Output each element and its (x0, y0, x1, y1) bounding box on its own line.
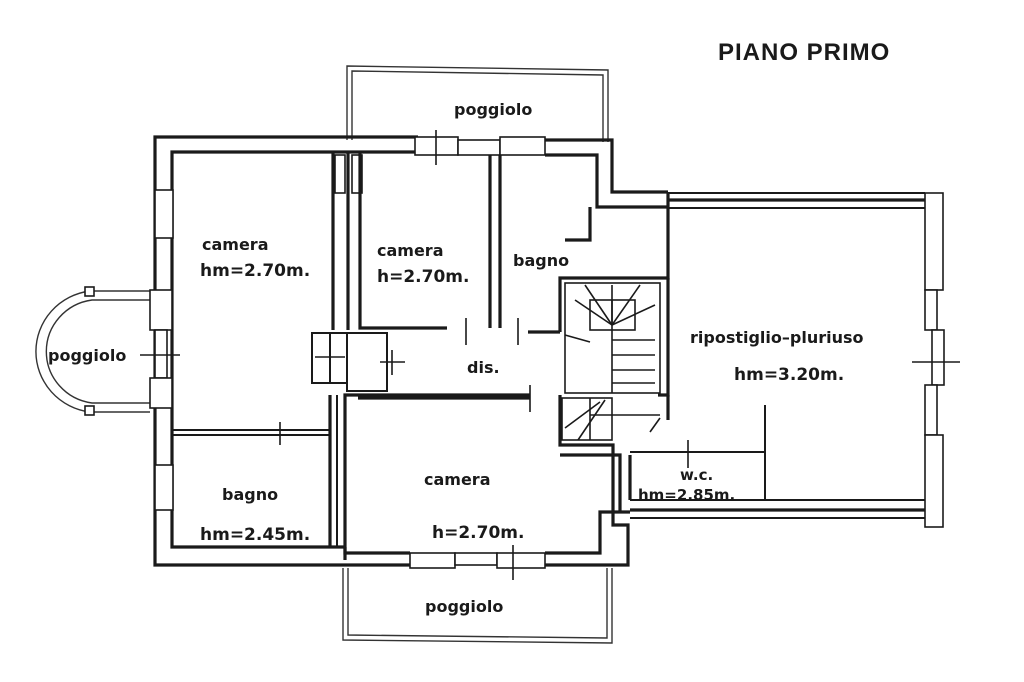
balcony-south (342, 568, 613, 644)
label-camera-north-height: h=2.70m. (377, 267, 469, 287)
south-windows (409, 545, 546, 580)
east-wing-walls (630, 192, 960, 528)
label-camera-south-height: h=2.70m. (432, 523, 524, 543)
label-camera-west-height: hm=2.70m. (200, 261, 310, 281)
label-bagno-north: bagno (513, 251, 569, 270)
label-wc: w.c. (680, 466, 713, 484)
label-dis: dis. (467, 358, 500, 377)
label-wc-height: hm=2.85m. (638, 486, 735, 504)
label-poggiolo-south: poggiolo (425, 597, 503, 616)
label-bagno-south-height: hm=2.45m. (200, 525, 310, 545)
staircase (561, 282, 661, 441)
label-ripostiglio-height: hm=3.20m. (734, 365, 844, 385)
room-labels: poggiolo poggiolo poggiolo camera hm=2.7… (48, 100, 864, 616)
label-poggiolo-north: poggiolo (454, 100, 532, 119)
interior-walls (172, 152, 766, 560)
west-windows (140, 189, 180, 511)
north-windows (414, 130, 546, 165)
label-ripostiglio: ripostiglio–pluriuso (690, 328, 864, 347)
label-camera-south: camera (424, 470, 491, 489)
balcony-north (346, 65, 609, 142)
balcony-west (35, 286, 150, 416)
label-poggiolo-west: poggiolo (48, 346, 126, 365)
label-camera-west: camera (202, 235, 269, 254)
interior-doors (279, 318, 689, 468)
label-camera-north: camera (377, 241, 444, 260)
plan-title: PIANO PRIMO (718, 39, 890, 66)
label-bagno-south: bagno (222, 485, 278, 504)
